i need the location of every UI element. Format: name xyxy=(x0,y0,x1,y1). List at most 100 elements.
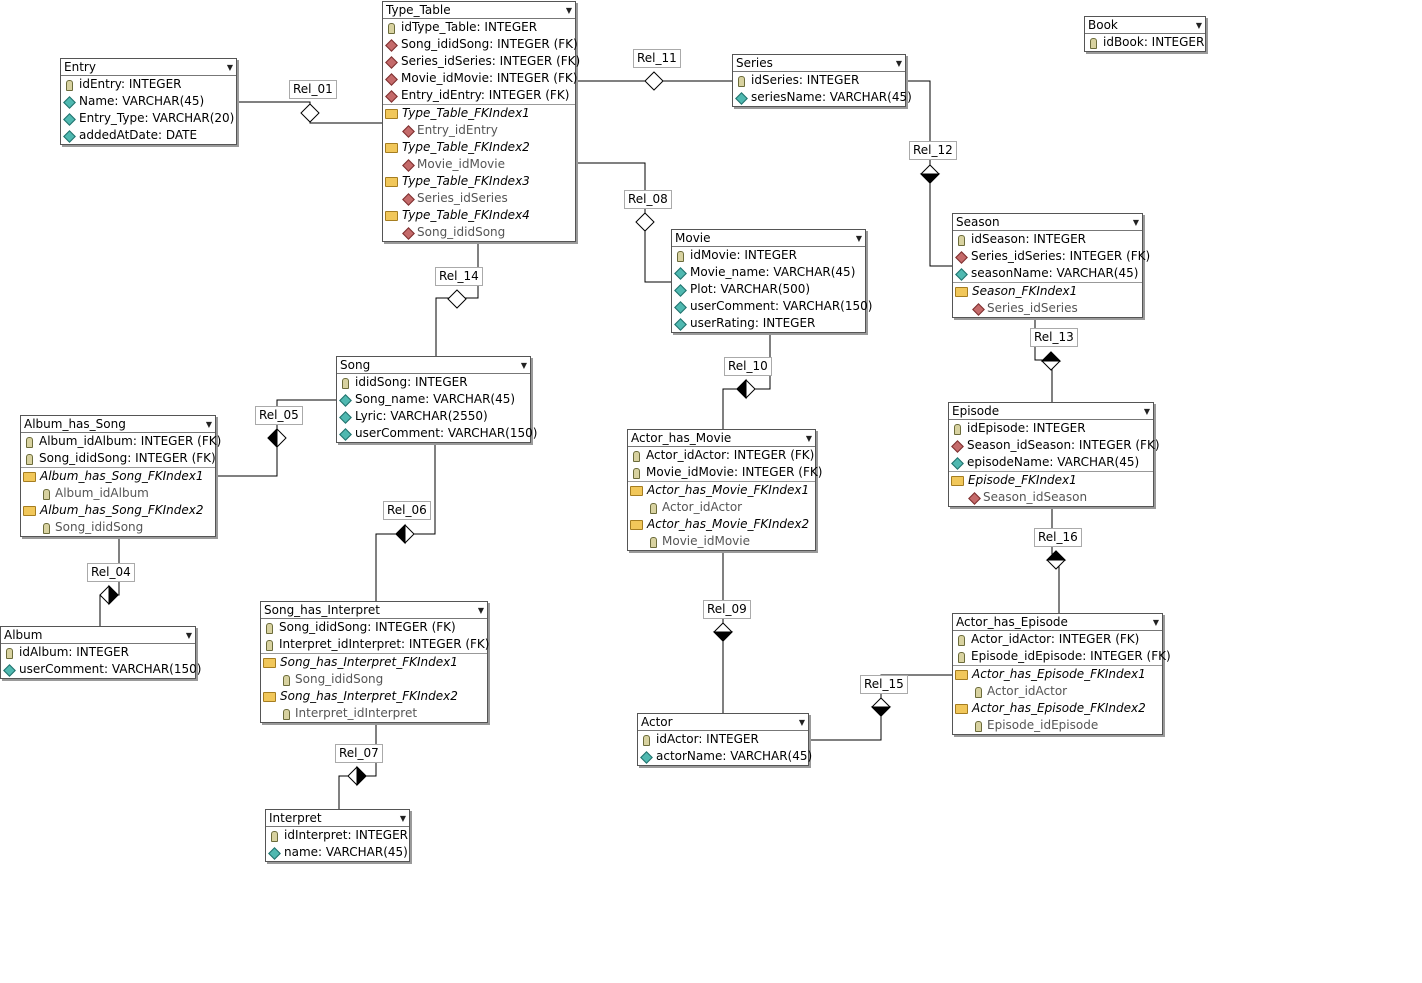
table-episode[interactable]: Episode▼idEpisode: INTEGER Season_idSeaso… xyxy=(948,402,1160,507)
column-row[interactable]: Series_idSeries: INTEGER (FK) xyxy=(383,53,580,70)
dropdown-arrow-icon[interactable]: ▼ xyxy=(520,361,527,370)
column-row[interactable]: seriesName: VARCHAR(45) xyxy=(733,89,912,106)
table-header[interactable]: Book▼ xyxy=(1085,17,1205,34)
rel-04-label[interactable]: Rel_04 xyxy=(87,563,135,582)
column-row[interactable]: idActor: INTEGER xyxy=(638,731,808,748)
table-album-has-song[interactable]: Album_has_Song▼Album_idAlbum: INTEGER (F… xyxy=(20,415,221,537)
column-row[interactable]: Album_idAlbum: INTEGER (FK) xyxy=(21,433,221,450)
column-row[interactable]: episodeName: VARCHAR(45) xyxy=(949,454,1153,471)
column-row[interactable]: Song_ididSong: INTEGER (FK) xyxy=(21,450,216,467)
index-row[interactable]: Song_has_Interpret_FKIndex2 xyxy=(261,688,487,705)
column-row[interactable]: userComment: VARCHAR(150) xyxy=(672,298,872,315)
column-row[interactable]: Series_idSeries: INTEGER (FK) xyxy=(953,248,1150,265)
table-header[interactable]: Entry▼ xyxy=(61,59,236,76)
column-row[interactable]: idSeason: INTEGER xyxy=(953,231,1142,248)
dropdown-arrow-icon[interactable]: ▼ xyxy=(205,420,212,429)
index-column-row[interactable]: Season_idSeason xyxy=(949,489,1153,506)
dropdown-arrow-icon[interactable]: ▼ xyxy=(798,718,805,727)
index-column-row[interactable]: Actor_idActor xyxy=(953,683,1162,700)
column-row[interactable]: idSeries: INTEGER xyxy=(733,72,905,89)
dropdown-arrow-icon[interactable]: ▼ xyxy=(226,63,233,72)
rel-07-label[interactable]: Rel_07 xyxy=(335,744,383,763)
column-row[interactable]: idType_Table: INTEGER xyxy=(383,19,575,36)
index-column-row[interactable]: Song_ididSong xyxy=(21,519,215,536)
index-column-row[interactable]: Series_idSeries xyxy=(953,300,1142,317)
dropdown-arrow-icon[interactable]: ▼ xyxy=(565,6,572,15)
rel-09-label[interactable]: Rel_09 xyxy=(703,600,751,619)
index-row[interactable]: Album_has_Song_FKIndex2 xyxy=(21,502,215,519)
table-header[interactable]: Song▼ xyxy=(337,357,530,374)
index-row[interactable]: Type_Table_FKIndex4 xyxy=(383,207,575,224)
column-row[interactable]: Interpret_idInterpret: INTEGER (FK) xyxy=(261,636,490,653)
index-column-row[interactable]: Movie_idMovie xyxy=(628,533,815,550)
dropdown-arrow-icon[interactable]: ▼ xyxy=(1143,407,1150,416)
table-book[interactable]: Book▼idBook: INTEGER xyxy=(1084,16,1206,52)
column-row[interactable]: Lyric: VARCHAR(2550) xyxy=(337,408,530,425)
index-row[interactable]: Season_FKIndex1 xyxy=(953,282,1142,300)
table-header[interactable]: Episode▼ xyxy=(949,403,1153,420)
index-row[interactable]: Episode_FKIndex1 xyxy=(949,471,1153,489)
table-actor-has-episode[interactable]: Actor_has_Episode▼Actor_idActor: INTEGER… xyxy=(952,613,1171,735)
index-row[interactable]: Type_Table_FKIndex1 xyxy=(383,104,575,122)
column-row[interactable]: userComment: VARCHAR(150) xyxy=(1,661,201,678)
column-row[interactable]: Song_name: VARCHAR(45) xyxy=(337,391,530,408)
column-row[interactable]: userRating: INTEGER xyxy=(672,315,865,332)
table-header[interactable]: Album▼ xyxy=(1,627,195,644)
index-column-row[interactable]: Episode_idEpisode xyxy=(953,717,1162,734)
index-column-row[interactable]: Entry_idEntry xyxy=(383,122,575,139)
column-row[interactable]: Actor_idActor: INTEGER (FK) xyxy=(628,447,815,464)
rel-08-label[interactable]: Rel_08 xyxy=(624,190,672,209)
rel-10-label[interactable]: Rel_10 xyxy=(724,357,772,376)
column-row[interactable]: idBook: INTEGER xyxy=(1085,34,1205,51)
rel-11-label[interactable]: Rel_11 xyxy=(633,49,681,68)
index-row[interactable]: Actor_has_Episode_FKIndex2 xyxy=(953,700,1162,717)
index-row[interactable]: Actor_has_Movie_FKIndex2 xyxy=(628,516,815,533)
table-actor-has-movie[interactable]: Actor_has_Movie▼Actor_idActor: INTEGER (… xyxy=(627,429,822,551)
column-row[interactable]: Plot: VARCHAR(500) xyxy=(672,281,865,298)
rel-13-label[interactable]: Rel_13 xyxy=(1030,328,1078,347)
table-header[interactable]: Album_has_Song▼ xyxy=(21,416,215,433)
index-row[interactable]: Song_has_Interpret_FKIndex1 xyxy=(261,653,487,671)
dropdown-arrow-icon[interactable]: ▼ xyxy=(185,631,192,640)
index-row[interactable]: Album_has_Song_FKIndex1 xyxy=(21,467,215,485)
index-row[interactable]: Actor_has_Movie_FKIndex1 xyxy=(628,481,815,499)
rel-14-label[interactable]: Rel_14 xyxy=(435,267,483,286)
rel-16-label[interactable]: Rel_16 xyxy=(1034,528,1082,547)
index-column-row[interactable]: Actor_idActor xyxy=(628,499,815,516)
column-row[interactable]: name: VARCHAR(45) xyxy=(266,844,409,861)
table-header[interactable]: Type_Table▼ xyxy=(383,2,575,19)
table-header[interactable]: Movie▼ xyxy=(672,230,865,247)
column-row[interactable]: Entry_idEntry: INTEGER (FK) xyxy=(383,87,575,104)
table-header[interactable]: Series▼ xyxy=(733,55,905,72)
index-row[interactable]: Type_Table_FKIndex2 xyxy=(383,139,575,156)
rel-06-label[interactable]: Rel_06 xyxy=(383,501,431,520)
column-row[interactable]: Song_ididSong: INTEGER (FK) xyxy=(383,36,578,53)
column-row[interactable]: Movie_idMovie: INTEGER (FK) xyxy=(383,70,577,87)
column-row[interactable]: idEntry: INTEGER xyxy=(61,76,236,93)
column-row[interactable]: seasonName: VARCHAR(45) xyxy=(953,265,1142,282)
table-header[interactable]: Song_has_Interpret▼ xyxy=(261,602,487,619)
column-row[interactable]: idInterpret: INTEGER xyxy=(266,827,409,844)
index-column-row[interactable]: Song_ididSong xyxy=(383,224,575,241)
dropdown-arrow-icon[interactable]: ▼ xyxy=(895,59,902,68)
table-header[interactable]: Actor_has_Movie▼ xyxy=(628,430,815,447)
dropdown-arrow-icon[interactable]: ▼ xyxy=(805,434,812,443)
column-row[interactable]: Actor_idActor: INTEGER (FK) xyxy=(953,631,1162,648)
rel-15-label[interactable]: Rel_15 xyxy=(860,675,908,694)
table-header[interactable]: Season▼ xyxy=(953,214,1142,231)
column-row[interactable]: Episode_idEpisode: INTEGER (FK) xyxy=(953,648,1171,665)
dropdown-arrow-icon[interactable]: ▼ xyxy=(1132,218,1139,227)
column-row[interactable]: ididSong: INTEGER xyxy=(337,374,530,391)
index-column-row[interactable]: Series_idSeries xyxy=(383,190,575,207)
column-row[interactable]: idAlbum: INTEGER xyxy=(1,644,195,661)
table-header[interactable]: Actor_has_Episode▼ xyxy=(953,614,1162,631)
index-column-row[interactable]: Album_idAlbum xyxy=(21,485,215,502)
column-row[interactable]: idEpisode: INTEGER xyxy=(949,420,1153,437)
